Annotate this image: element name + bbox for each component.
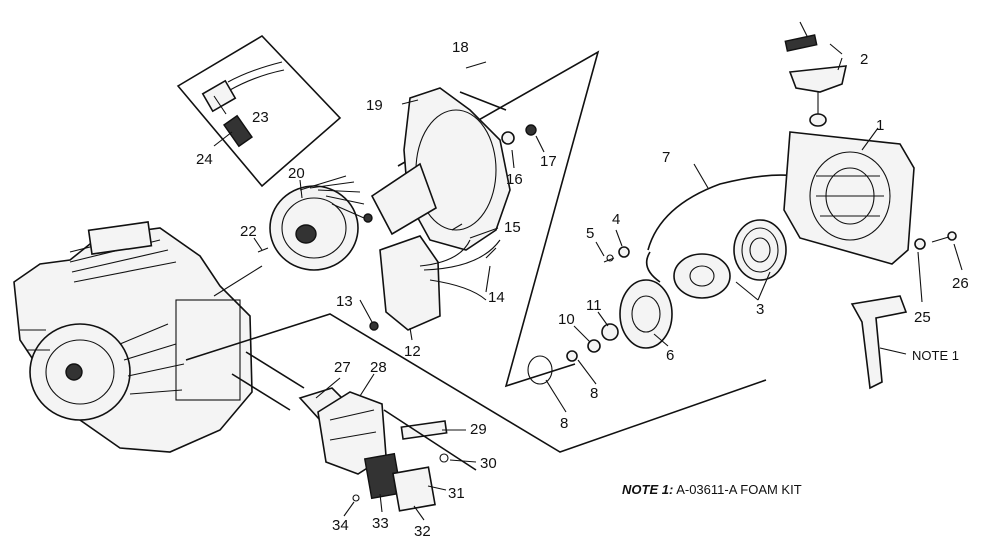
callout-4: 4 (612, 211, 620, 228)
callout-19: 19 (366, 97, 383, 114)
callout-14: 14 (488, 289, 505, 306)
starter-assembly (527, 174, 807, 385)
flywheel (269, 175, 365, 271)
callout-20: 20 (288, 165, 305, 182)
callout-2: 2 (860, 51, 868, 68)
callout-12: 12 (404, 343, 421, 360)
muffler (298, 387, 477, 512)
callout-18: 18 (452, 39, 469, 56)
callout-26: 26 (952, 275, 969, 292)
callout-28: 28 (370, 359, 387, 376)
leader-lines (213, 43, 963, 521)
callout-8a: 8 (590, 385, 598, 402)
callout-10: 10 (558, 311, 575, 328)
coil-bracket (363, 162, 437, 236)
callout-1: 1 (876, 117, 884, 134)
foam-filter (850, 295, 908, 390)
callout-7: 7 (662, 149, 670, 166)
callout-8b: 8 (560, 415, 568, 432)
callout-16: 16 (506, 171, 523, 188)
callout-labels: 1 2 3 4 5 6 7 8 8 10 11 12 13 14 15 16 1… (196, 39, 969, 540)
callout-3: 3 (756, 301, 764, 318)
note-label: NOTE 1: (622, 482, 673, 497)
callout-13: 13 (336, 293, 353, 310)
callout-30: 30 (480, 455, 497, 472)
ignition-group-outline (397, 50, 600, 388)
callout-5: 5 (586, 225, 594, 242)
callout-33: 33 (372, 515, 389, 532)
callout-24: 24 (196, 151, 213, 168)
ignition-module (369, 223, 501, 331)
callout-29: 29 (470, 421, 487, 438)
note-text: A-03611-A FOAM KIT (673, 482, 801, 497)
callout-23: 23 (252, 109, 269, 126)
callout-34: 34 (332, 517, 349, 534)
callout-22: 22 (240, 223, 257, 240)
callout-31: 31 (448, 485, 465, 502)
note-footnote: NOTE 1: A-03611-A FOAM KIT (622, 482, 802, 497)
spark-plug-inset (176, 34, 342, 188)
callout-27: 27 (334, 359, 351, 376)
callout-25: 25 (914, 309, 931, 326)
callout-6: 6 (666, 347, 674, 364)
callout-15: 15 (504, 219, 521, 236)
callout-32: 32 (414, 523, 431, 540)
callout-17: 17 (540, 153, 557, 170)
note-callout: NOTE 1 (912, 348, 959, 363)
starter-housing (783, 131, 915, 265)
engine-block (13, 221, 253, 453)
starter-handle (784, 21, 848, 127)
callout-11: 11 (586, 297, 602, 314)
